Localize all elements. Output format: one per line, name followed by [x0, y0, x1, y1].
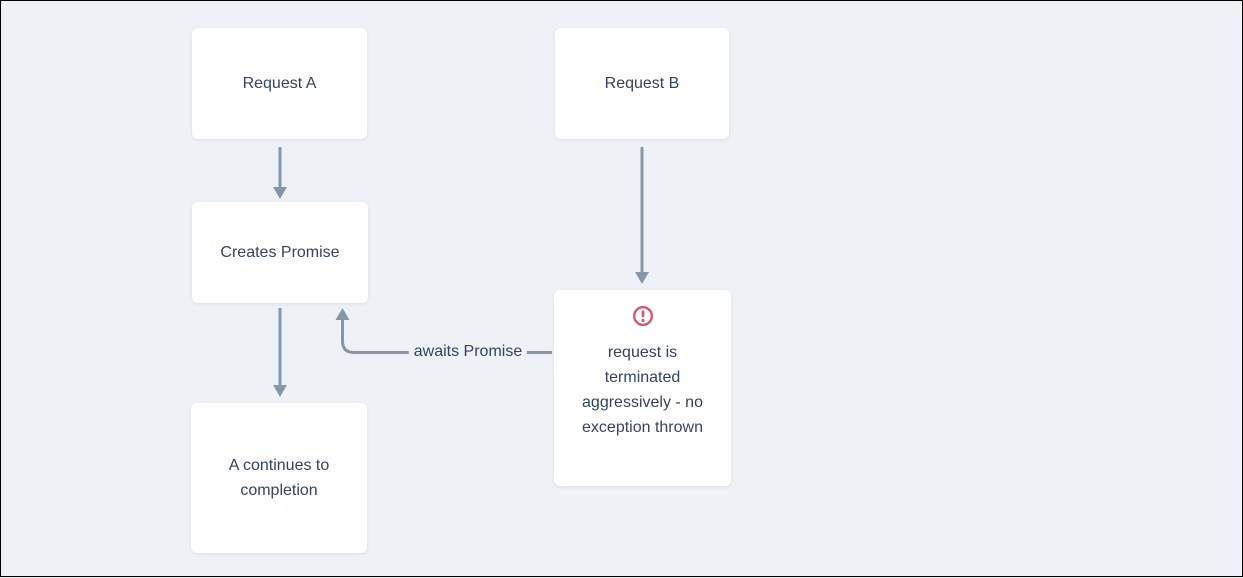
node-request-b: Request B	[555, 28, 729, 139]
node-request-a: Request A	[192, 28, 367, 139]
edge-label-awaits-promise: awaits Promise	[408, 342, 528, 362]
node-label: A continues to completion	[228, 457, 330, 499]
alert-circle-icon	[632, 306, 653, 326]
arrow-request-b-to-terminated	[635, 147, 649, 284]
node-label: request is terminated aggressively - no …	[582, 344, 703, 436]
node-label: Creates Promise	[220, 244, 340, 261]
node-creates-promise: Creates Promise	[192, 202, 368, 303]
node-request-terminated: request is terminated aggressively - no …	[554, 290, 731, 486]
arrow-creates-promise-to-a-continues	[273, 308, 287, 397]
node-label: Request A	[242, 75, 317, 92]
node-a-continues-to-completion: A continues to completion	[191, 403, 367, 553]
node-label: Request B	[604, 75, 680, 92]
arrow-request-a-to-creates-promise	[273, 147, 287, 199]
